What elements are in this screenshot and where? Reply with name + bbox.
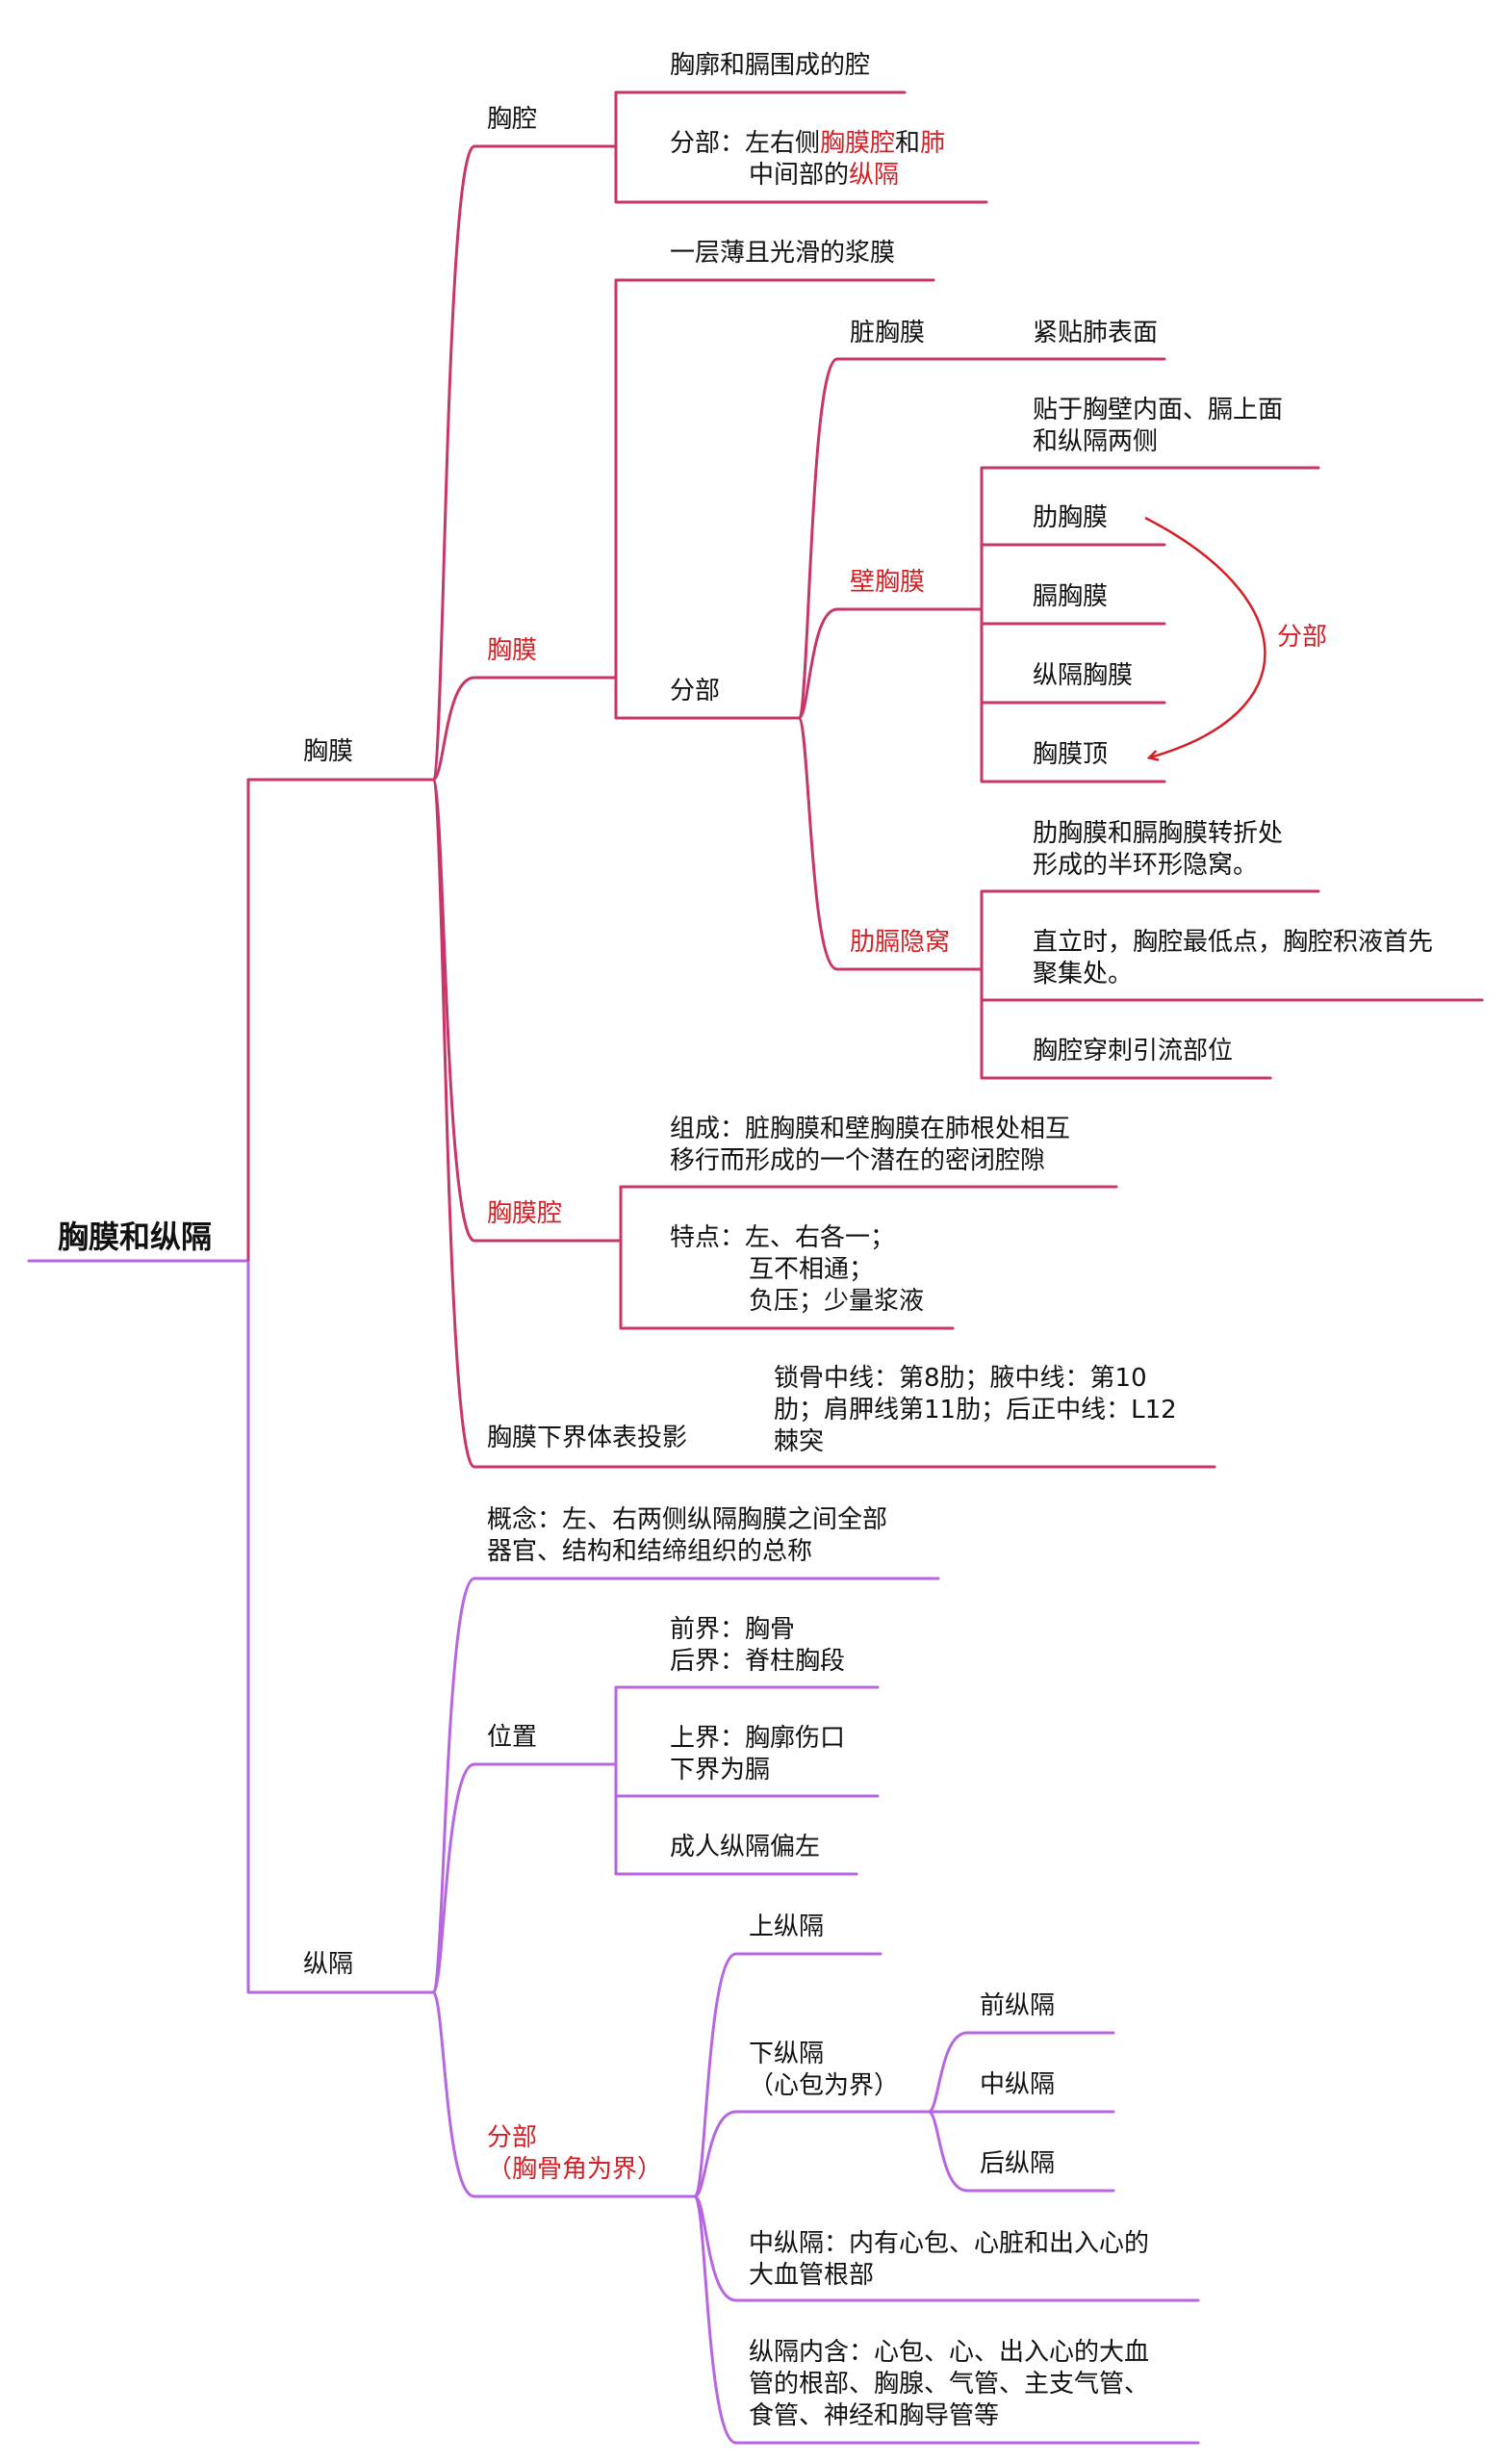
projection-line1: 锁骨中线：第8肋；腋中线：第10 [774, 1364, 1147, 1393]
parietal-pleura-desc-line1: 贴于胸壁内面、膈上面 [1033, 396, 1284, 424]
position-connector [431, 1762, 475, 1994]
mediastinum-contents-line1: 纵隔内含：心包、心、出入心的大血 [749, 2338, 1150, 2367]
mediastinum-contents-line3: 食管、神经和胸导管等 [749, 2401, 1000, 2430]
parietal-part-cupula: 胸膜顶 [1033, 740, 1109, 769]
concept-connector [431, 1577, 475, 1994]
divisions-connector [431, 1990, 475, 2198]
div-ant-connector [928, 2031, 968, 2114]
parietal-connector [797, 607, 838, 720]
recess-desc2-line2: 聚集处。 [1033, 960, 1134, 988]
parietal-part-mediastinal: 纵隔胸膜 [1033, 661, 1134, 690]
projection-line3: 棘突 [774, 1427, 825, 1456]
pleural-cavity-composition-line1: 组成：脏胸膜和壁胸膜在肺根处相互 [670, 1115, 1071, 1143]
membrane-connector [432, 676, 475, 782]
position-b-line2: 下界为膈 [670, 1756, 771, 1784]
position-b-line1: 上界：胸廓伤口 [670, 1724, 846, 1753]
annotation-arrow [1144, 516, 1266, 757]
middle-mediastinum-desc-line2: 大血管根部 [749, 2261, 875, 2290]
thoracic-cavity-connector [431, 144, 476, 782]
node-mediastinum: 纵隔 [303, 1950, 354, 1979]
div-post-connector [928, 2110, 968, 2193]
pleural-cavity-features-line3: 负压；少量浆液 [749, 1287, 925, 1316]
recess-desc2-line1: 直立时，胸腔最低点，胸腔积液首先 [1033, 928, 1434, 957]
node-posterior-mediastinum: 后纵隔 [980, 2149, 1056, 2178]
pleura-membrane-definition: 一层薄且光滑的浆膜 [670, 239, 896, 268]
node-pleura: 胸膜 [303, 737, 354, 766]
projection-connector [431, 778, 476, 1469]
node-inferior-mediastinum-line1: 下纵隔 [749, 2040, 825, 2068]
thoracic-cavity-definition: 胸廓和膈围成的腔 [670, 51, 871, 80]
parietal-part-costal: 肋胸膜 [1033, 503, 1109, 532]
position-a-line2: 后界：脊柱胸段 [670, 1647, 846, 1676]
node-anterior-mediastinum: 前纵隔 [980, 1991, 1056, 2020]
node-pleura-membrane: 胸膜 [487, 636, 538, 665]
mediastinum-contents-line2: 管的根部、胸腺、气管、主支气管、 [749, 2370, 1150, 2399]
position-c: 成人纵隔偏左 [670, 1833, 821, 1861]
pleural-cavity-composition-line2: 移行而形成的一个潜在的密闭腔隙 [670, 1146, 1046, 1175]
root-title: 胸膜和纵隔 [58, 1219, 213, 1255]
visceral-pleura-desc: 紧贴肺表面 [1033, 319, 1159, 347]
middle-mediastinum-desc-line1: 中纵隔：内有心包、心脏和出入心的 [749, 2229, 1150, 2258]
div-contents-connector [693, 2194, 737, 2445]
node-inferior-mediastinum-line2: （心包为界） [749, 2071, 900, 2100]
pleural-cavity-features-line2: 互不相通； [749, 1255, 875, 1284]
recess-desc1-line1: 肋胸膜和膈胸膜转折处 [1033, 819, 1284, 848]
node-superior-mediastinum: 上纵隔 [749, 1912, 825, 1941]
visceral-connector [797, 357, 838, 720]
node-parietal-pleura: 壁胸膜 [850, 568, 926, 597]
node-mediastinum-position: 位置 [487, 1723, 538, 1752]
parietal-pleura-desc-line2: 和纵隔两侧 [1033, 427, 1159, 456]
node-mediastinum-divisions-line1: 分部 [487, 2123, 538, 2152]
recess-desc3: 胸腔穿刺引流部位 [1033, 1037, 1234, 1065]
node-visceral-pleura: 脏胸膜 [850, 319, 926, 347]
node-pleural-cavity: 胸膜腔 [487, 1199, 563, 1228]
div-middesc-connector [694, 2194, 737, 2302]
mediastinum-concept-line2: 器官、结构和结缔组织的总称 [487, 1537, 813, 1566]
recess-connector [797, 716, 838, 971]
position-a-line1: 前界：胸骨 [670, 1615, 796, 1644]
pleural-cavity-features-line1: 特点：左、右各一； [670, 1223, 896, 1252]
node-thoracic-cavity: 胸腔 [487, 105, 538, 134]
node-middle-mediastinum: 中纵隔 [980, 2070, 1056, 2099]
thoracic-cavity-division-line2: 中间部的纵隔 [749, 161, 900, 190]
div-inf-connector [694, 2110, 737, 2198]
mediastinum-concept-line1: 概念：左、右两侧纵隔胸膜之间全部 [487, 1505, 888, 1534]
node-pleura-divisions: 分部 [670, 677, 721, 706]
div-sup-connector [693, 1952, 737, 2198]
parietal-divisions-annotation: 分部 [1277, 623, 1328, 652]
recess-desc1-line2: 形成的半环形隐窝。 [1033, 851, 1259, 880]
node-pleura-projection: 胸膜下界体表投影 [487, 1424, 688, 1452]
thoracic-cavity-division-line1: 分部：左右侧胸膜腔和肺 [670, 129, 946, 158]
projection-line2: 肋；肩胛线第11肋；后正中线：L12 [774, 1396, 1177, 1424]
node-costodiaphragmatic-recess: 肋膈隐窝 [850, 928, 951, 957]
node-mediastinum-divisions-line2: （胸骨角为界） [487, 2155, 663, 2184]
parietal-part-diaphragmatic: 膈胸膜 [1033, 582, 1109, 611]
